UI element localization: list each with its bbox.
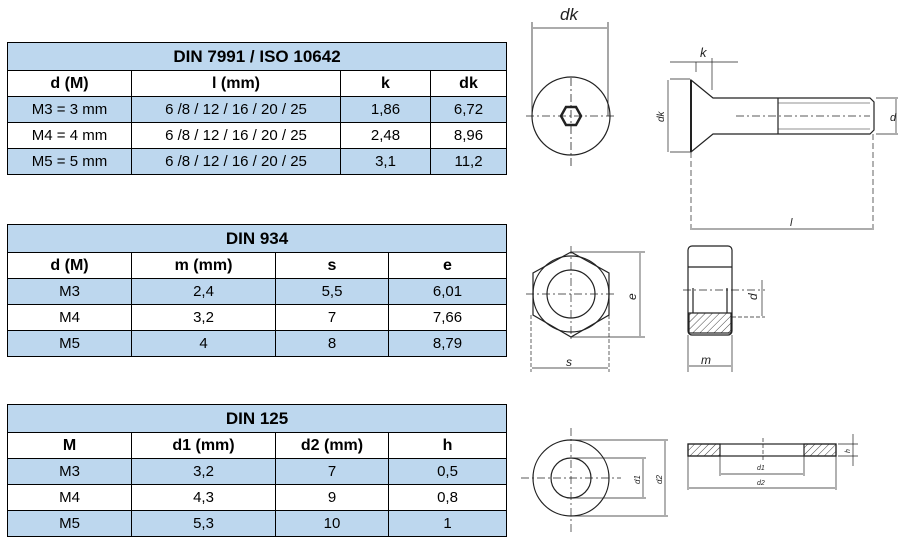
table-cell: M5 (7, 510, 132, 537)
table-cell: 8,96 (429, 122, 508, 149)
hex-nut-front-view: e s (526, 246, 645, 372)
table-cell: 8,79 (388, 330, 507, 357)
m-label: m (701, 353, 711, 367)
table-cell: 1,86 (340, 96, 431, 123)
table-cell: 10 (275, 510, 389, 537)
hex-nut-side-view: d m (683, 245, 765, 372)
washer-side-view: d1 d2 h (687, 434, 858, 490)
table-cell: 2,4 (131, 278, 276, 305)
table-cell: 0,5 (388, 458, 507, 485)
bolt-side-view: dk k d l (656, 45, 898, 232)
d1-side-label: d1 (757, 465, 765, 472)
table-cell: M3 (7, 458, 132, 485)
column-header: e (388, 252, 507, 279)
table-cell: 3,1 (340, 148, 431, 175)
table-cell: 8 (275, 330, 389, 357)
column-header: d1 (mm) (131, 432, 276, 459)
table-cell: 7 (275, 304, 389, 331)
k-label: k (700, 45, 708, 60)
table-cell: M3 = 3 mm (7, 96, 132, 123)
table-cell: M5 = 5 mm (7, 148, 132, 175)
table-cell: 7 (275, 458, 389, 485)
column-header: dk (429, 70, 508, 97)
table-cell: 6 /8 / 12 / 16 / 20 / 25 (131, 122, 341, 149)
dk-label: dk (560, 5, 579, 24)
din-7991-table: DIN 7991 / ISO 10642 d (M) l (mm) k dk M… (6, 42, 508, 175)
table-cell: 2,48 (340, 122, 431, 149)
table-cell: 6,01 (388, 278, 507, 305)
s-label: s (566, 355, 572, 369)
column-header: M (7, 432, 132, 459)
column-header: s (275, 252, 389, 279)
washer-front-view: d1 d2 (521, 428, 668, 535)
table-cell: 7,66 (388, 304, 507, 331)
table-cell: 5,5 (275, 278, 389, 305)
h-label: h (845, 449, 852, 453)
d2-side-label: d2 (757, 480, 765, 487)
e-label: e (625, 293, 639, 300)
table-cell: 6 /8 / 12 / 16 / 20 / 25 (131, 96, 341, 123)
table-cell: 11,2 (429, 148, 508, 175)
bolt-front-view: dk (526, 5, 616, 166)
table-title: DIN 7991 / ISO 10642 (6, 42, 508, 71)
column-header: h (388, 432, 507, 459)
d-bolt-label: d (890, 112, 897, 124)
table-cell: 5,3 (131, 510, 276, 537)
table-cell: M5 (7, 330, 132, 357)
table-cell: M4 (7, 304, 132, 331)
d2-label: d2 (655, 475, 664, 484)
l-label: l (790, 217, 793, 229)
table-title: DIN 125 (7, 404, 507, 433)
table-cell: 1 (388, 510, 507, 537)
table-cell: M4 = 4 mm (7, 122, 132, 149)
dk-side-label: dk (656, 110, 667, 122)
d-nut-label: d (746, 293, 760, 300)
table-cell: 6 /8 / 12 / 16 / 20 / 25 (131, 148, 341, 175)
d1-label: d1 (633, 475, 642, 484)
